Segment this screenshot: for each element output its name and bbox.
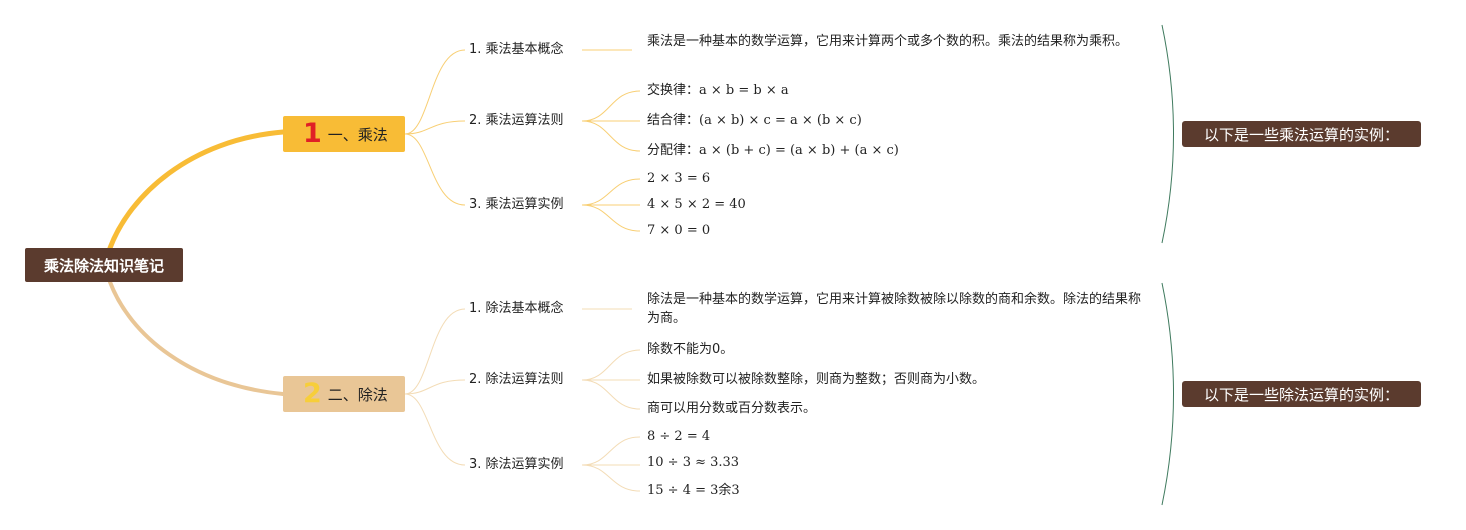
leaf-multiplication-concept[interactable]: 乘法是一种基本的数学运算，它用来计算两个或多个数的积。乘法的结果称为乘积。: [647, 34, 1129, 49]
branch-multiplication[interactable]: 1 一、乘法: [283, 116, 405, 152]
subtopic-multiplication-rules[interactable]: 2. 乘法运算法则: [469, 113, 564, 128]
branch-division[interactable]: 2 二、除法: [283, 376, 405, 412]
subtopic-division-rules[interactable]: 2. 除法运算法则: [469, 372, 564, 387]
leaf-division-rule[interactable]: 商可以用分数或百分数表示。: [647, 401, 817, 416]
leaf-distributive-law[interactable]: 分配律：a × (b + c) = (a × b) + (a × c): [647, 143, 899, 158]
summary-label: 以下是一些乘法运算的实例：: [1203, 125, 1399, 144]
subtopic-division-concept[interactable]: 1. 除法基本概念: [469, 301, 564, 316]
leaf-multiplication-example[interactable]: 4 × 5 × 2 = 40: [647, 197, 746, 212]
leaf-division-example[interactable]: 15 ÷ 4 = 3余3: [647, 483, 740, 498]
leaf-division-example[interactable]: 10 ÷ 3 ≈ 3.33: [647, 455, 740, 470]
branch-number: 2: [303, 378, 322, 409]
leaf-division-concept[interactable]: 除法是一种基本的数学运算，它用来计算被除数被除以除数的商和余数。除法的结果称为商…: [647, 292, 1142, 326]
leaf-multiplication-example[interactable]: 2 × 3 = 6: [647, 171, 711, 186]
branch-title: 一、乘法: [327, 125, 388, 144]
leaf-commutative-law[interactable]: 交换律：a × b = b × a: [647, 83, 789, 98]
leaf-division-example[interactable]: 8 ÷ 2 = 4: [647, 429, 711, 444]
leaf-associative-law[interactable]: 结合律：(a × b) × c = a × (b × c): [647, 113, 862, 128]
branch-number: 1: [303, 118, 322, 149]
root-title: 乘法除法知识笔记: [43, 256, 164, 275]
root-topic[interactable]: 乘法除法知识笔记: [25, 248, 183, 282]
summary-multiplication[interactable]: 以下是一些乘法运算的实例：: [1182, 121, 1421, 147]
summary-label: 以下是一些除法运算的实例：: [1203, 385, 1399, 404]
summary-division[interactable]: 以下是一些除法运算的实例：: [1182, 381, 1421, 407]
branch-title: 二、除法: [327, 385, 388, 404]
leaf-division-rule[interactable]: 除数不能为0。: [647, 342, 734, 357]
leaf-multiplication-example[interactable]: 7 × 0 = 0: [647, 223, 711, 238]
subtopic-multiplication-examples[interactable]: 3. 乘法运算实例: [469, 197, 564, 212]
subtopic-multiplication-concept[interactable]: 1. 乘法基本概念: [469, 42, 564, 57]
leaf-division-rule[interactable]: 如果被除数可以被除数整除，则商为整数；否则商为小数。: [647, 372, 986, 387]
subtopic-division-examples[interactable]: 3. 除法运算实例: [469, 457, 564, 472]
